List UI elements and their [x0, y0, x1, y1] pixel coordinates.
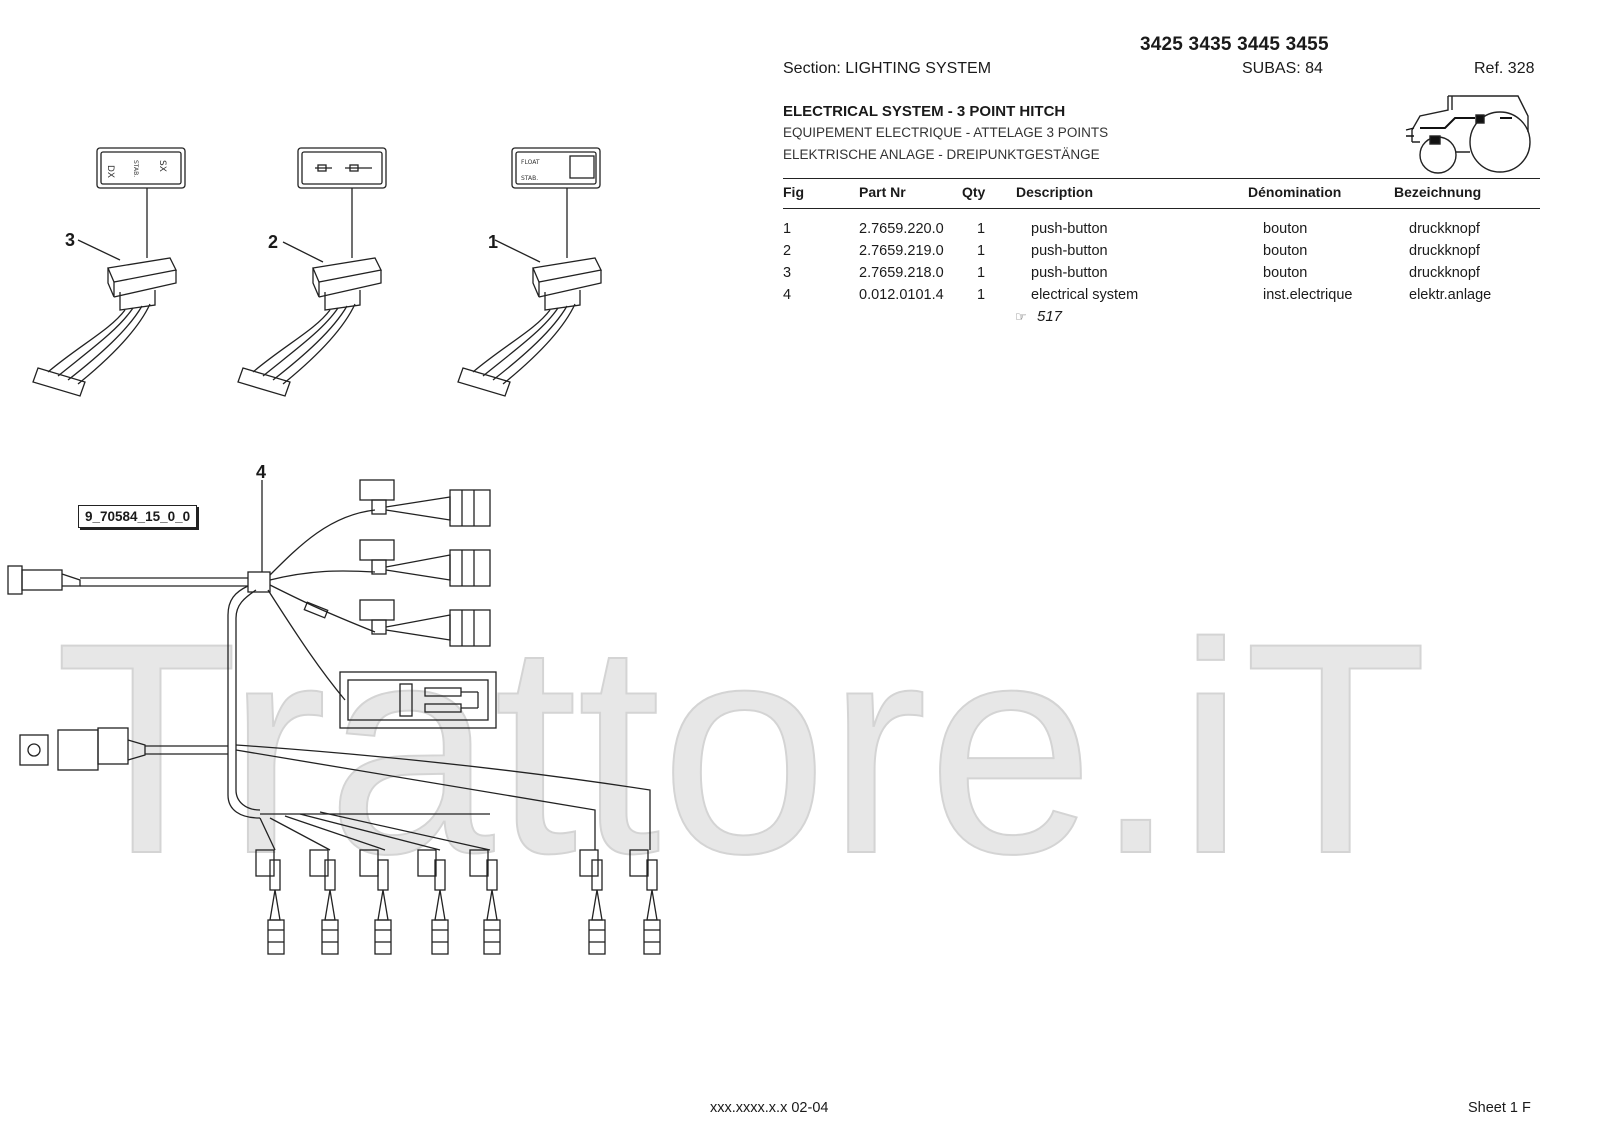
cell-description: push-button: [1031, 243, 1108, 259]
table-row: 4 0.012.0101.4 1 electrical system inst.…: [783, 284, 1555, 306]
watermark: Trattore.iT: [55, 580, 1427, 916]
drawing-code-box: 9_70584_15_0_0: [78, 505, 198, 528]
switch-2: [237, 147, 387, 397]
footer-sheet: Sheet 1 F: [1468, 1100, 1531, 1116]
column-header-denomination: Dénomination: [1248, 184, 1342, 200]
cell-qty: 1: [977, 221, 986, 237]
cell-part-nr: 2.7659.218.0: [859, 265, 944, 281]
switch-label-float: FLOAT: [521, 159, 540, 166]
cell-fig: 4: [783, 287, 792, 303]
column-header-fig: Fig: [783, 184, 804, 200]
switch-1: [457, 147, 602, 397]
cell-part-nr: 0.012.0101.4: [859, 287, 944, 303]
cell-qty: 1: [977, 243, 986, 259]
cell-part-nr: 2.7659.220.0: [859, 221, 944, 237]
table-top-rule: [783, 178, 1540, 179]
tractor-icon: [1405, 95, 1531, 174]
title-german: ELEKTRISCHE ANLAGE - DREIPUNKTGESTÄNGE: [783, 147, 1100, 162]
cell-fig: 2: [783, 243, 792, 259]
pointing-hand-icon: ☞: [1015, 309, 1027, 324]
column-header-qty: Qty: [962, 184, 986, 200]
cell-bezeichnung: druckknopf: [1409, 221, 1480, 237]
subas-label: SUBAS: 84: [1242, 60, 1323, 77]
switch-3: [32, 147, 186, 397]
cell-bezeichnung: druckknopf: [1409, 265, 1480, 281]
cell-denomination: bouton: [1263, 243, 1308, 259]
column-header-bezeichnung: Bezeichnung: [1394, 184, 1482, 200]
ref-label: Ref. 328: [1474, 60, 1535, 77]
footer-code: xxx.xxxx.x.x 02-04: [710, 1100, 829, 1116]
column-header-part-nr: Part Nr: [859, 184, 906, 200]
section-label: Section: LIGHTING SYSTEM: [783, 60, 992, 77]
model-numbers: 3425 3435 3445 3455: [1140, 34, 1329, 55]
switch-label-dx: DX: [105, 165, 115, 178]
switch-label-sx: SX: [157, 160, 167, 172]
switch-label-stab: STAB.: [132, 160, 139, 177]
cell-denomination: inst.electrique: [1263, 287, 1353, 303]
cell-bezeichnung: druckknopf: [1409, 243, 1480, 259]
title-english: ELECTRICAL SYSTEM - 3 POINT HITCH: [783, 103, 1066, 120]
sub-reference-number: 517: [1037, 308, 1063, 325]
table-header-rule: [783, 208, 1540, 209]
cell-qty: 1: [977, 287, 986, 303]
column-header-description: Description: [1016, 184, 1094, 200]
cell-qty: 1: [977, 265, 986, 281]
sub-reference[interactable]: ☞ 517: [1015, 308, 1062, 325]
switch-label-stab-1: STAB.: [521, 175, 538, 182]
table-row: 2 2.7659.219.0 1 push-button bouton druc…: [783, 240, 1555, 262]
callout-3: 3: [65, 230, 75, 250]
cell-description: push-button: [1031, 221, 1108, 237]
wiring-harness: [7, 479, 661, 955]
cell-description: electrical system: [1031, 287, 1139, 303]
cell-fig: 3: [783, 265, 792, 281]
table-row: 3 2.7659.218.0 1 push-button bouton druc…: [783, 262, 1555, 284]
callout-1: 1: [488, 232, 498, 252]
cell-fig: 1: [783, 221, 792, 237]
cell-bezeichnung: elektr.anlage: [1409, 287, 1492, 303]
callout-2: 2: [268, 232, 278, 252]
cell-denomination: bouton: [1263, 265, 1308, 281]
title-french: EQUIPEMENT ELECTRIQUE - ATTELAGE 3 POINT…: [783, 125, 1109, 140]
parts-table: 1 2.7659.220.0 1 push-button bouton druc…: [783, 218, 1555, 306]
cell-part-nr: 2.7659.219.0: [859, 243, 944, 259]
table-row: 1 2.7659.220.0 1 push-button bouton druc…: [783, 218, 1555, 240]
cell-denomination: bouton: [1263, 221, 1308, 237]
callout-4: 4: [256, 462, 266, 482]
cell-description: push-button: [1031, 265, 1108, 281]
